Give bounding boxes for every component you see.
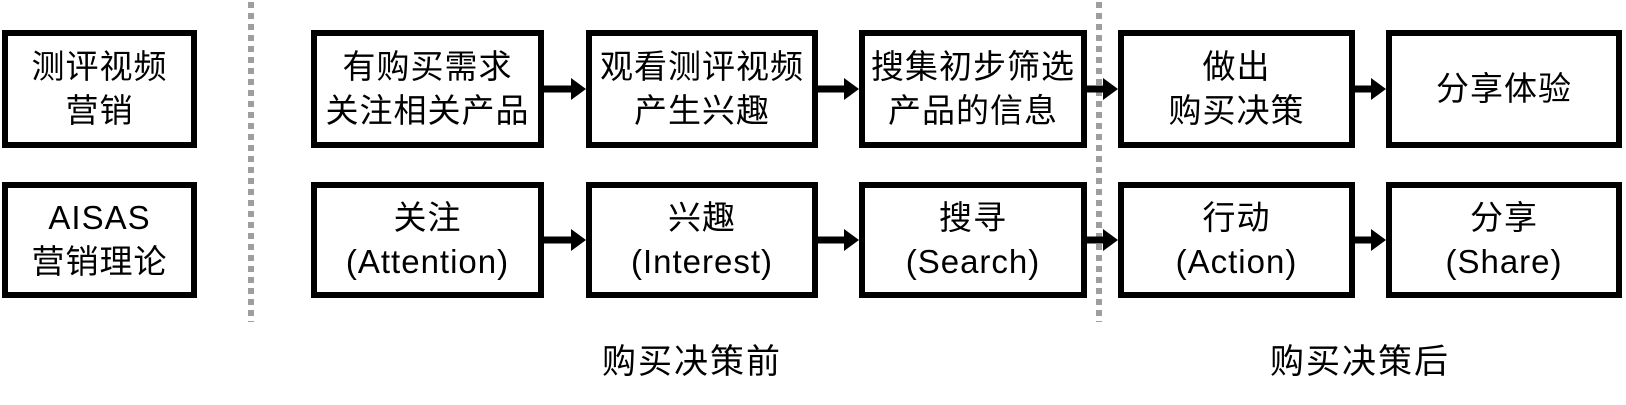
arrow-head-icon [1103, 229, 1118, 251]
label-box-aisas-theory: AISAS 营销理论 [2, 182, 197, 298]
arrow-shaft [544, 85, 574, 93]
flow-box-purchase-need: 有购买需求 关注相关产品 [311, 30, 544, 148]
arrow-bottom-2 [818, 229, 859, 251]
box-text-line1: 分享 [1470, 199, 1538, 236]
box-text-line1: 搜寻 [939, 199, 1007, 236]
arrow-shaft [544, 236, 574, 244]
divider-post-decision [1096, 2, 1102, 322]
box-text-line2: 营销 [65, 92, 134, 129]
box-text-line1: 分享体验 [1436, 70, 1572, 107]
arrow-shaft [1087, 236, 1106, 244]
flow-box-collect-info: 搜集初步筛选 产品的信息 [859, 30, 1087, 148]
box-text-line2: 营销理论 [31, 243, 168, 280]
arrow-head-icon [1371, 229, 1386, 251]
arrow-top-4 [1355, 78, 1386, 100]
arrow-shaft [1355, 236, 1374, 244]
divider-pre-decision [248, 2, 254, 322]
box-text-line2: 产生兴趣 [634, 92, 770, 129]
flow-box-share-experience: 分享体验 [1386, 30, 1622, 148]
arrow-bottom-3 [1087, 229, 1118, 251]
arrow-shaft [1355, 85, 1374, 93]
stage-box-share: 分享 (Share) [1386, 182, 1622, 298]
arrow-head-icon [844, 78, 859, 100]
box-text-line1: AISAS [48, 199, 151, 236]
box-text-line2: (Attention) [345, 243, 510, 280]
arrow-head-icon [844, 229, 859, 251]
arrow-shaft [1087, 85, 1106, 93]
flow-box-purchase-decision: 做出 购买决策 [1118, 30, 1355, 148]
stage-box-search: 搜寻 (Search) [859, 182, 1087, 298]
box-text-line2: 关注相关产品 [325, 92, 530, 129]
box-text-line2: (Interest) [630, 243, 774, 280]
box-text-line1: 做出 [1202, 48, 1271, 85]
box-text-line1: 观看测评视频 [600, 48, 804, 85]
arrow-head-icon [571, 78, 586, 100]
box-text-line2: (Search) [905, 243, 1041, 280]
box-text-line1: 关注 [393, 199, 462, 236]
arrow-shaft [818, 236, 847, 244]
box-text-line2: (Action) [1175, 243, 1298, 280]
stage-box-attention: 关注 (Attention) [311, 182, 544, 298]
arrow-bottom-1 [544, 229, 586, 251]
phase-label-post-purchase: 购买决策后 [1270, 343, 1450, 381]
box-text-line1: 测评视频 [31, 48, 168, 85]
arrow-head-icon [571, 229, 586, 251]
box-text-line2: 产品的信息 [888, 92, 1058, 129]
box-text-line1: 行动 [1202, 199, 1271, 236]
arrow-top-2 [818, 78, 859, 100]
stage-box-action: 行动 (Action) [1118, 182, 1355, 298]
stage-box-interest: 兴趣 (Interest) [586, 182, 818, 298]
arrow-head-icon [1371, 78, 1386, 100]
phase-label-pre-purchase: 购买决策前 [602, 343, 782, 381]
arrow-shaft [818, 85, 847, 93]
label-box-review-video-marketing: 测评视频 营销 [2, 30, 197, 148]
arrow-bottom-4 [1355, 229, 1386, 251]
box-text-line2: (Share) [1445, 243, 1563, 280]
flow-box-watch-video-interest: 观看测评视频 产生兴趣 [586, 30, 818, 148]
box-text-line1: 搜集初步筛选 [871, 48, 1075, 85]
arrow-head-icon [1103, 78, 1118, 100]
box-text-line1: 有购买需求 [342, 48, 513, 85]
arrow-top-3 [1087, 78, 1118, 100]
box-text-line2: 购买决策 [1168, 92, 1305, 129]
box-text-line1: 兴趣 [668, 199, 736, 236]
arrow-top-1 [544, 78, 586, 100]
